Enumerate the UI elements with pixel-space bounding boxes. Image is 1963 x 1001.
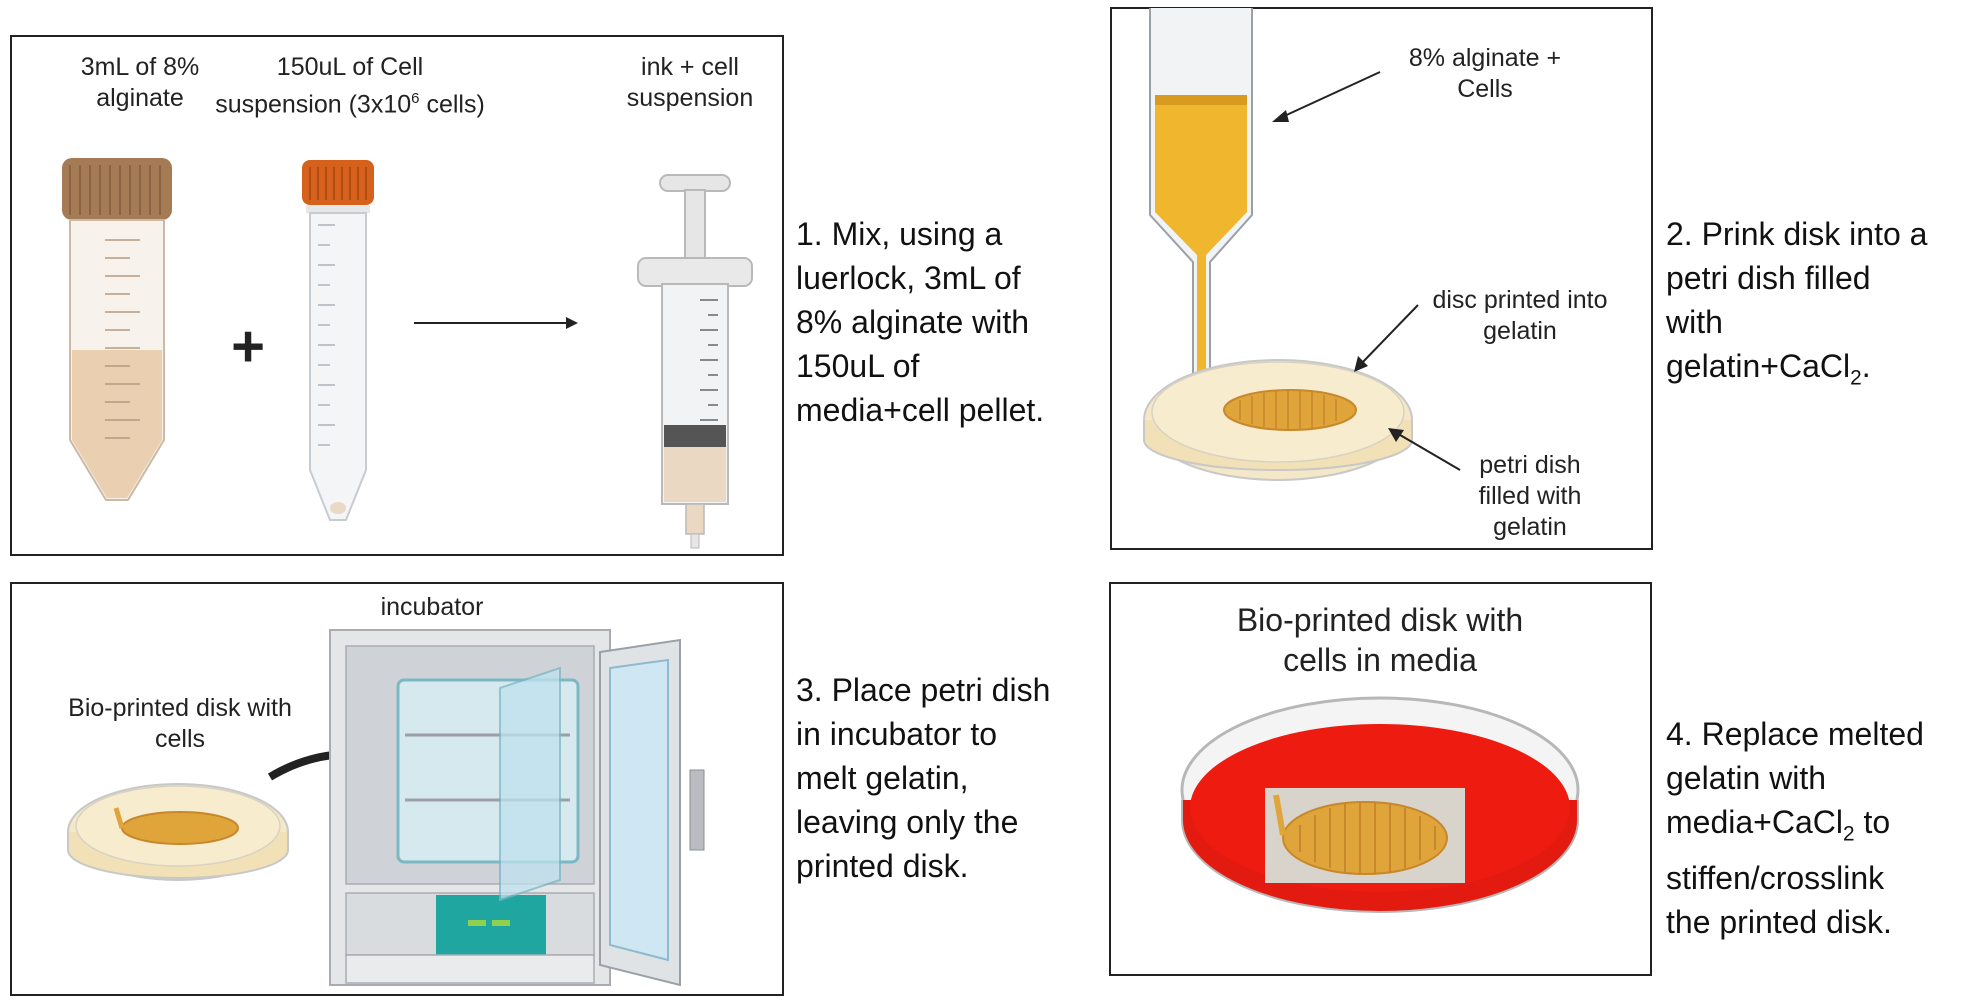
label-alginate-line2: alginate	[96, 84, 184, 112]
label-ink-line1: ink + cell	[641, 53, 739, 81]
step2-text: 2. Prink disk into a petri dish filled w…	[1666, 212, 1961, 400]
label-petri-dish: petri dish filled with gelatin	[1440, 450, 1620, 543]
label-cells-line2-a: suspension (3x10	[215, 90, 412, 119]
plus-sign: +	[231, 314, 265, 379]
label-disc-line2: gelatin	[1483, 317, 1557, 345]
step3-line5: printed disk.	[796, 848, 969, 884]
step4-line3-b: to	[1854, 804, 1891, 840]
step2-subscript: 2	[1850, 366, 1862, 390]
label-dish-line3: gelatin	[1493, 513, 1567, 541]
panel2-arrows	[1279, 71, 1461, 471]
step4-subscript: 2	[1842, 822, 1855, 846]
label-cells-line1: 150uL of Cell	[276, 53, 424, 81]
label-ink-line2: suspension	[626, 84, 754, 112]
label-cells-line2-b: cells)	[419, 90, 485, 119]
label-disc-printed: disc printed into gelatin	[1410, 285, 1630, 347]
mix-arrow-icon	[414, 317, 578, 329]
panel4-title: Bio-printed disk with cells in media	[1150, 600, 1610, 680]
step1-text: 1. Mix, using a luerlock, 3mL of 8% algi…	[796, 212, 1096, 432]
step4-line4: stiffen/crosslink	[1666, 860, 1885, 897]
incubator-icon	[329, 629, 705, 987]
panel4-title-line1: Bio-printed disk with	[1236, 602, 1524, 638]
step4-line5: the printed disk.	[1666, 904, 1892, 941]
label-disc-line1: disc printed into	[1432, 286, 1608, 314]
step3-text: 3. Place petri dish in incubator to melt…	[796, 668, 1096, 888]
step3-line2: in incubator to	[796, 716, 998, 752]
step4-line3: media+CaCl2 to	[1666, 800, 1961, 856]
syringe-icon	[637, 174, 753, 549]
panel4-title-line2: cells in media	[1283, 642, 1477, 678]
step2-line4-a: gelatin+CaCl	[1666, 348, 1851, 384]
label-incubator: incubator	[380, 593, 484, 621]
step2-line3: with	[1666, 304, 1723, 340]
label-bioprinted-line2: cells	[154, 725, 205, 753]
step4-line2: gelatin with	[1666, 760, 1827, 796]
step1-line2: luerlock, 3mL of	[796, 260, 1021, 296]
label-alginate-cells-line1: 8% alginate +	[1408, 44, 1562, 72]
small-conical-tube-icon	[302, 160, 374, 521]
label-cells-line2: suspension (3x106 cells)	[185, 83, 515, 120]
label-ink: ink + cell suspension	[600, 52, 780, 114]
step4-line1: 4. Replace melted	[1666, 716, 1924, 752]
label-alginate-cells-line2: Cells	[1457, 75, 1513, 103]
petri-dish-small-icon	[67, 783, 289, 881]
label-dish-line1: petri dish	[1479, 451, 1581, 479]
step2-line1: 2. Prink disk into a	[1666, 216, 1928, 252]
step1-line5: media+cell pellet.	[796, 392, 1045, 428]
step2-line2: petri dish filled	[1666, 260, 1871, 296]
petri-dish-media-icon	[1180, 696, 1580, 913]
step2-line4: gelatin+CaCl2.	[1666, 344, 1961, 400]
label-alginate: 3mL of 8% alginate	[40, 52, 240, 114]
label-cell-suspension: 150uL of Cell suspension (3x106 cells)	[185, 52, 515, 120]
step1-line4: 150uL of	[796, 348, 920, 384]
large-conical-tube-icon	[62, 158, 172, 501]
step3-line3: melt gelatin,	[796, 760, 969, 796]
printed-disk-icon	[1223, 389, 1357, 431]
label-bioprinted-disk: Bio-printed disk with cells	[55, 693, 305, 755]
label-bioprinted-line1: Bio-printed disk with	[68, 694, 292, 722]
label-dish-line2: filled with	[1478, 482, 1582, 510]
label-alginate-cells: 8% alginate + Cells	[1385, 43, 1585, 105]
step4-text: 4. Replace melted gelatin with media+CaC…	[1666, 712, 1961, 944]
step4-line3-a: media+CaCl	[1666, 804, 1843, 840]
label-alginate-line1: 3mL of 8%	[80, 53, 200, 81]
step2-line4-b: .	[1861, 348, 1871, 384]
step3-line4: leaving only the	[796, 804, 1019, 840]
label-cells-exponent: 6	[411, 90, 420, 107]
step1-line3: 8% alginate with	[796, 304, 1030, 340]
step1-line1: 1. Mix, using a	[796, 216, 1003, 252]
step3-line1: 3. Place petri dish	[796, 672, 1051, 708]
